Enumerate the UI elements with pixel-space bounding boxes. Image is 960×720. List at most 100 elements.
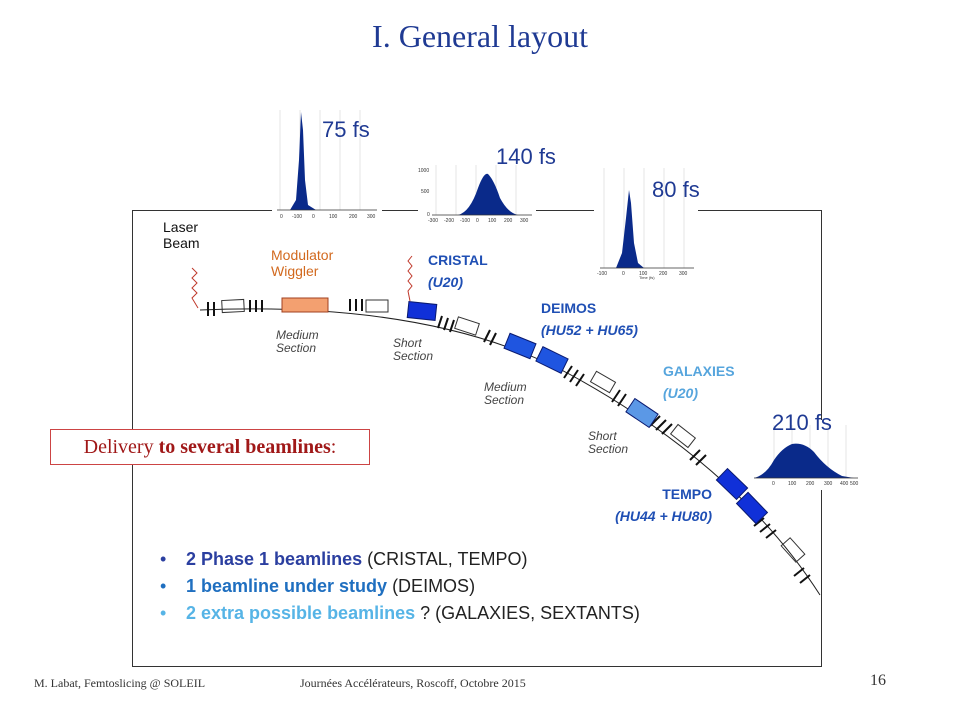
bullet-rest: (CRISTAL, TEMPO) <box>362 549 528 569</box>
undulator-tempo-1 <box>715 467 749 501</box>
tempo-label: TEMPO (HU44 + HU80) <box>582 486 712 524</box>
pulse-tick: 100 <box>329 214 338 220</box>
bullet-item: •2 Phase 1 beamlines (CRISTAL, TEMPO) <box>160 549 528 569</box>
pulse-shape-80fs <box>616 190 644 268</box>
modulator-line1: Modulator <box>271 247 334 263</box>
modulator-label: Modulator Wiggler <box>271 247 333 279</box>
slide-title: I. General layout <box>372 18 588 54</box>
medium-section-line2: Section <box>276 341 317 355</box>
beamline-bullets: •2 Phase 1 beamlines (CRISTAL, TEMPO) •1… <box>160 546 640 627</box>
galaxies-name: GALAXIES <box>663 363 735 379</box>
pulse-shape-140fs <box>458 173 518 215</box>
medium-section-label-1: Medium Section <box>276 329 319 355</box>
pulse-shape-210fs <box>754 443 854 478</box>
pulse-label-75fs: 75 fs <box>322 117 370 142</box>
delivery-callout: Delivery to several beamlines: <box>50 429 370 465</box>
medium-section-line1: Medium <box>484 380 527 394</box>
dipole-magnet <box>669 423 697 449</box>
pulse-tick: 300 <box>520 218 529 224</box>
bullet-bold: 1 beamline under study <box>186 576 388 596</box>
deimos-label: DEIMOS (HU52 + HU65) <box>541 300 638 338</box>
pulse-tick: 400 <box>840 481 849 487</box>
short-section-line2: Section <box>588 442 629 456</box>
pulse-plot-80fs: -100 0 100 200 300 Time (fs) <box>594 158 698 280</box>
bullet-bold: 2 extra possible beamlines <box>186 603 416 623</box>
short-section-line1: Short <box>393 336 422 350</box>
pulse-tick: 200 <box>659 271 668 277</box>
pulse-shape-75fs <box>290 112 316 210</box>
pulse-plot-210fs: 0 100 200 300 400 500 <box>752 420 860 490</box>
storage-ring-diagram <box>191 255 821 596</box>
undulator-deimos-1 <box>503 332 537 360</box>
pulse-ytick: 500 <box>421 189 430 195</box>
delivery-text-3: : <box>330 436 337 458</box>
medium-section-line2: Section <box>484 393 525 407</box>
bullet-item: •2 extra possible beamlines ? (GALAXIES,… <box>160 603 640 623</box>
undulator-cristal <box>406 301 438 321</box>
cristal-name: CRISTAL <box>428 252 488 268</box>
bullet-rest: ? (GALAXIES, SEXTANTS) <box>415 603 640 623</box>
delivery-text-1: Delivery <box>83 436 159 458</box>
laser-beam-line2: Beam <box>163 235 200 251</box>
pulse-tick: 0 <box>476 218 479 224</box>
pulse-tick: -100 <box>597 271 607 277</box>
pulse-tick: 100 <box>788 481 797 487</box>
modulator-line2: Wiggler <box>271 263 319 279</box>
pulse-tick: 200 <box>806 481 815 487</box>
pulse-label-80fs: 80 fs <box>652 177 700 202</box>
dipole-magnet <box>589 370 617 394</box>
pulse-axis-label: Time (fs) <box>639 275 655 280</box>
pulse-tick: 0 <box>312 214 315 220</box>
modulator-wiggler <box>281 297 329 313</box>
pulse-tick: 300 <box>367 214 376 220</box>
delivery-text-2: to several beamlines <box>158 436 331 458</box>
page-number: 16 <box>870 672 886 689</box>
pulse-tick: -300 <box>428 218 438 224</box>
dipole-magnet <box>780 537 806 563</box>
pulse-tick: 0 <box>622 271 625 277</box>
deimos-undulator: (HU52 + HU65) <box>541 322 638 338</box>
footer-event: Journées Accélérateurs, Roscoff, Octobre… <box>300 676 526 690</box>
dipole-magnet <box>221 298 245 314</box>
pulse-plot-75fs: 0 -100 0 100 200 300 <box>272 100 382 222</box>
cristal-label: CRISTAL (U20) <box>428 252 488 290</box>
pulse-tick: -100 <box>292 214 302 220</box>
deimos-name: DEIMOS <box>541 300 597 316</box>
galaxies-label: GALAXIES (U20) <box>663 363 735 401</box>
cristal-undulator: (U20) <box>428 274 464 290</box>
footer-author: M. Labat, Femtoslicing @ SOLEIL <box>34 676 206 690</box>
pulse-tick: 0 <box>280 214 283 220</box>
undulator-tempo-2 <box>735 491 769 525</box>
bullet-item: •1 beamline under study (DEIMOS) <box>160 576 476 596</box>
pulse-tick: 200 <box>504 218 513 224</box>
short-section-label-2: Short Section <box>588 430 628 456</box>
medium-section-line1: Medium <box>276 328 319 342</box>
bullet-bold: 2 Phase 1 beamlines <box>186 549 363 569</box>
short-section-line1: Short <box>588 429 617 443</box>
pulse-tick: -100 <box>460 218 470 224</box>
pulse-tick: 500 <box>850 481 859 487</box>
laser-wave-left <box>191 267 199 309</box>
dipole-magnet <box>454 316 480 336</box>
pulse-tick: 200 <box>349 214 358 220</box>
laser-beam-line1: Laser <box>163 219 199 235</box>
undulator-galaxies <box>625 397 659 429</box>
bullet-rest: (DEIMOS) <box>387 576 476 596</box>
pulse-tick: 100 <box>639 271 648 277</box>
dipole-magnet <box>365 299 389 313</box>
pulse-tick: 300 <box>679 271 688 277</box>
short-section-label-1: Short Section <box>393 337 433 363</box>
laser-wave-right <box>407 255 413 302</box>
laser-beam-label: Laser Beam <box>163 219 200 251</box>
pulse-tick: -200 <box>444 218 454 224</box>
pulse-ytick: 1000 <box>418 168 429 174</box>
pulse-label-140fs: 140 fs <box>496 144 556 169</box>
medium-section-label-2: Medium Section <box>484 381 527 407</box>
pulse-tick: 0 <box>772 481 775 487</box>
tempo-name: TEMPO <box>662 486 712 502</box>
galaxies-undulator: (U20) <box>663 385 699 401</box>
pulse-tick: 100 <box>488 218 497 224</box>
undulator-deimos-2 <box>535 346 569 374</box>
short-section-line2: Section <box>393 349 434 363</box>
pulse-plot-140fs: 1000 500 0 -300 -200 -100 0 100 200 300 <box>418 160 536 226</box>
